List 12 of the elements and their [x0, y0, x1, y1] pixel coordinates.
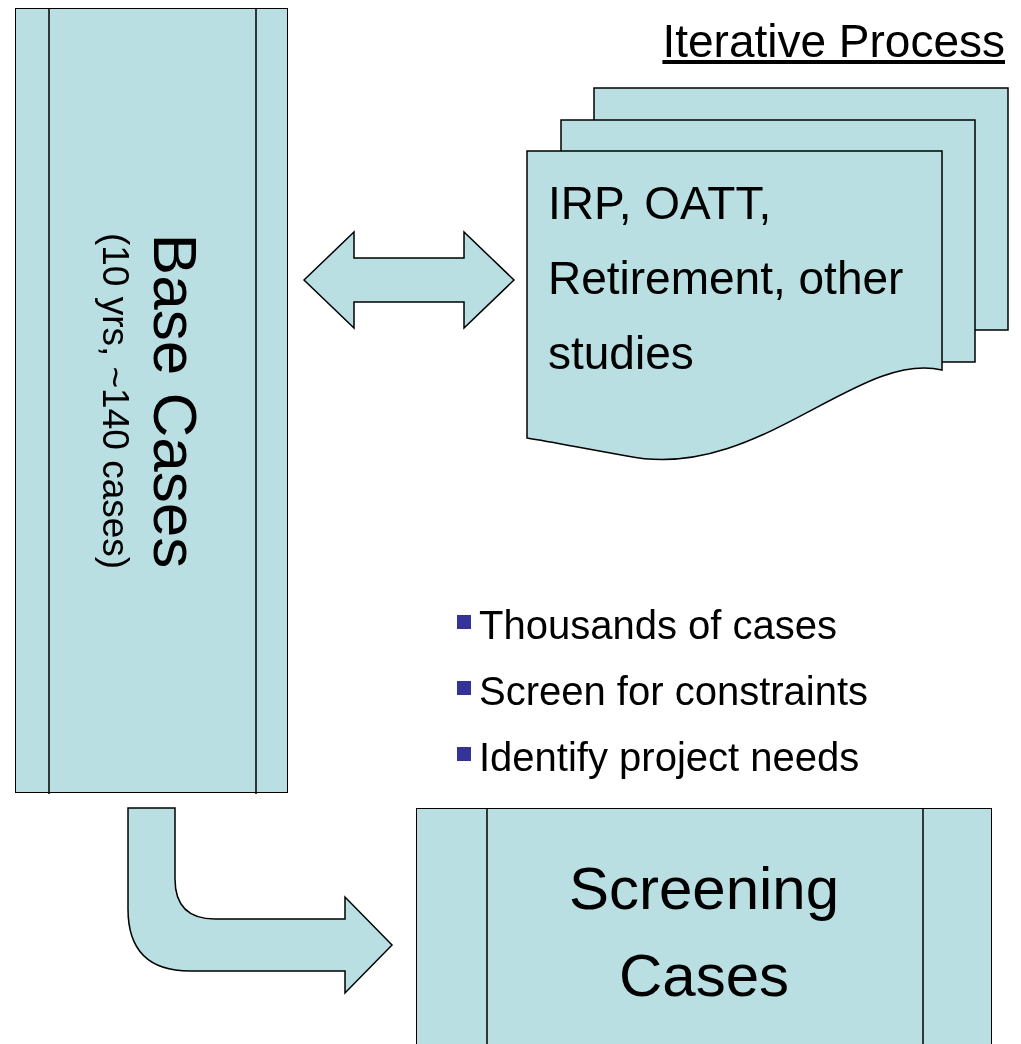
bullet-text: Screen for constraints	[479, 668, 869, 714]
predefined-process-box	[15, 8, 288, 793]
bullet-text: Identify project needs	[479, 734, 860, 780]
predefined-process-box	[416, 808, 992, 1044]
node-label: Screening Cases	[567, 854, 841, 1011]
title: Iterative Process	[662, 14, 1005, 68]
bullet-text: Thousands of cases	[479, 602, 837, 648]
node-subtitle: (10 yrs, ~140 cases)	[94, 232, 135, 569]
node-label: IRP, OATT, Retirement, other studies	[548, 176, 905, 381]
bent-block-arrow	[127, 807, 393, 994]
double-block-arrow	[302, 230, 516, 330]
node-title: Base Cases	[140, 233, 209, 568]
